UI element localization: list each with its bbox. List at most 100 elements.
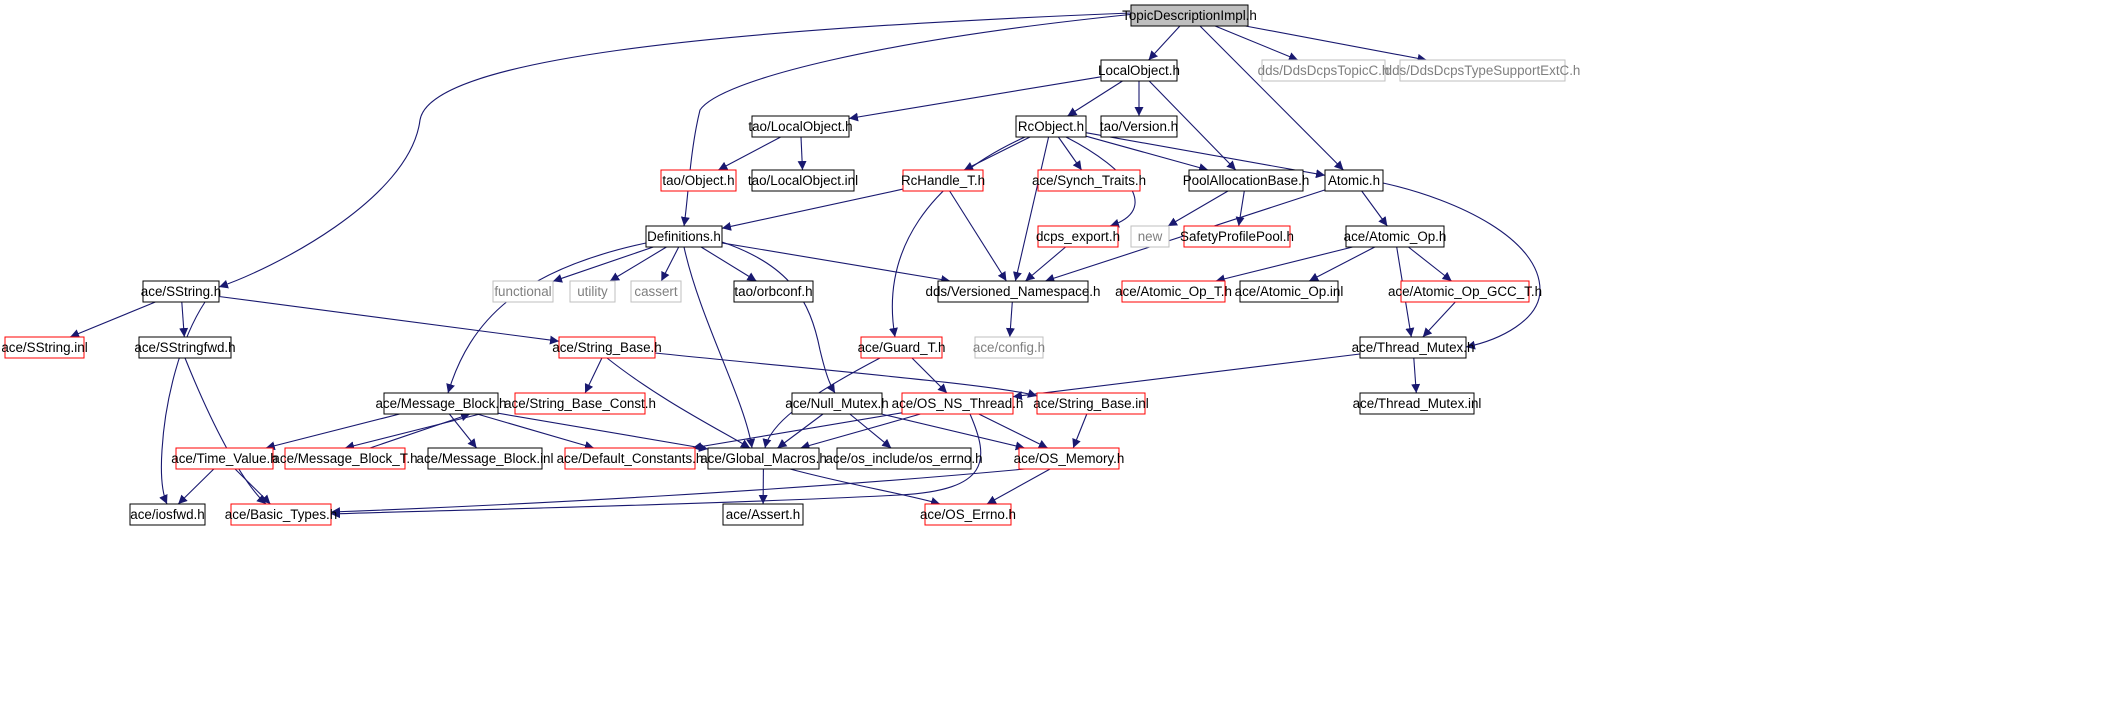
node-box (142, 280, 220, 303)
edge-n35-n43 (777, 413, 824, 449)
node-label: ace/config.h (973, 340, 1045, 355)
edge-n13-n23 (721, 242, 951, 284)
node-n23[interactable]: dds/Versioned_Namespace.h (926, 280, 1101, 303)
node-n15[interactable]: new (1130, 225, 1170, 248)
node-label: tao/LocalObject.inl (748, 173, 858, 188)
node-label: ace/OS_NS_Thread.h (892, 396, 1024, 411)
node-box (707, 447, 820, 470)
edge-n13-n35 (721, 241, 836, 394)
edge-n39-n47 (234, 468, 271, 505)
node-label: tao/orbconf.h (734, 284, 812, 299)
node-n38[interactable]: ace/Thread_Mutex.inl (1353, 392, 1482, 415)
node-n0[interactable]: TopicDescriptionImpl.h (1122, 4, 1257, 27)
node-n7[interactable]: tao/Object.h (660, 169, 737, 192)
node-n36[interactable]: ace/OS_NS_Thread.h (892, 392, 1024, 415)
edge-n0-n12 (1199, 25, 1344, 171)
node-n49[interactable]: ace/OS_Errno.h (920, 503, 1016, 526)
node-n13[interactable]: Definitions.h (645, 225, 723, 248)
node-n16[interactable]: SafetyProfilePool.h (1180, 225, 1294, 248)
node-n44[interactable]: ace/os_include/os_errno.h (825, 447, 983, 470)
node-n26[interactable]: ace/Atomic_Op_GCC_T.h (1388, 280, 1542, 303)
node-n21[interactable]: cassert (630, 280, 682, 303)
node-box (1359, 336, 1467, 359)
node-n30[interactable]: ace/config.h (973, 336, 1045, 359)
node-n11[interactable]: PoolAllocationBase.h (1183, 169, 1310, 192)
node-n31[interactable]: ace/Guard_T.h (858, 336, 946, 359)
node-n43[interactable]: ace/Global_Macros.h (700, 447, 827, 470)
node-label: ace/SString.h (141, 284, 221, 299)
node-label: ace/Default_Constants.h (557, 451, 704, 466)
node-box (751, 115, 850, 138)
node-n12[interactable]: Atomic.h (1324, 169, 1384, 192)
edge-n32-n38 (1411, 357, 1421, 394)
node-box (722, 503, 804, 526)
node-n18[interactable]: ace/SString.h (141, 280, 221, 303)
edge-n18-n28 (179, 301, 189, 338)
node-label: functional (494, 284, 551, 299)
node-label: ace/Assert.h (726, 507, 800, 522)
node-n4[interactable]: tao/LocalObject.h (748, 115, 853, 138)
edge-n43-n49 (789, 468, 941, 506)
edge-n29-n37 (654, 352, 1038, 398)
node-n40[interactable]: ace/Message_Block_T.h (272, 447, 418, 470)
node-label: ace/Null_Mutex.h (785, 396, 888, 411)
node-n33[interactable]: ace/Message_Block.h (375, 392, 507, 415)
node-box (836, 447, 972, 470)
node-n37[interactable]: ace/String_Base.inl (1033, 392, 1149, 415)
node-n14[interactable]: dcps_export.h (1036, 225, 1120, 248)
node-box (175, 447, 274, 470)
node-n8[interactable]: tao/LocalObject.inl (748, 169, 858, 192)
node-label: ace/Time_Value.h (171, 451, 277, 466)
node-box (1359, 392, 1475, 415)
node-n27[interactable]: ace/SString.inl (1, 336, 88, 359)
edge-n5-n11 (1085, 135, 1209, 172)
node-n25[interactable]: ace/Atomic_Op.inl (1235, 280, 1344, 303)
node-box (492, 280, 554, 303)
node-n5[interactable]: RcObject.h (1015, 115, 1087, 138)
node-n34[interactable]: ace/String_Base_Const.h (504, 392, 656, 415)
node-n22[interactable]: tao/orbconf.h (733, 280, 814, 303)
node-n20[interactable]: utility (569, 280, 616, 303)
node-n48[interactable]: ace/Assert.h (722, 503, 804, 526)
node-n35[interactable]: ace/Null_Mutex.h (785, 392, 889, 415)
edge-n37-n45 (1072, 413, 1088, 449)
node-n19[interactable]: functional (492, 280, 554, 303)
edge-n32-n36 (1012, 353, 1361, 401)
edge-n4-n7 (718, 136, 781, 171)
node-n45[interactable]: ace/OS_Memory.h (1014, 447, 1125, 470)
node-n10[interactable]: ace/Synch_Traits.h (1032, 169, 1146, 192)
node-n39[interactable]: ace/Time_Value.h (171, 447, 278, 470)
edge-n4-n8 (797, 136, 807, 171)
edge-n9-n23 (949, 190, 1007, 282)
edge-n5-n10 (1057, 136, 1083, 171)
node-box (4, 336, 85, 359)
node-n28[interactable]: ace/SStringfwd.h (134, 336, 236, 359)
node-n42[interactable]: ace/Default_Constants.h (557, 447, 704, 470)
edge-n31-n36 (911, 357, 948, 394)
node-label: TopicDescriptionImpl.h (1122, 8, 1257, 23)
node-n29[interactable]: ace/String_Base.h (552, 336, 662, 359)
node-label: SafetyProfilePool.h (1180, 229, 1294, 244)
node-box (630, 280, 682, 303)
node-label: ace/Atomic_Op.h (1344, 229, 1447, 244)
node-n3[interactable]: dds/DdsDcpsTypeSupportExtC.h (1385, 59, 1581, 82)
edge-n0-n3 (1245, 25, 1427, 63)
edge-n35-n45 (881, 413, 1025, 451)
node-n41[interactable]: ace/Message_Block.inl (417, 447, 554, 470)
node-label: ace/Atomic_Op_GCC_T.h (1388, 284, 1542, 299)
node-n46[interactable]: ace/iosfwd.h (129, 503, 206, 526)
node-n2[interactable]: dds/DdsDcpsTopicC.h (1258, 59, 1390, 82)
node-label: ace/Atomic_Op.inl (1235, 284, 1344, 299)
node-n32[interactable]: ace/Thread_Mutex.h (1352, 336, 1475, 359)
node-n47[interactable]: ace/Basic_Types.h (225, 503, 337, 526)
node-box (1100, 59, 1178, 82)
node-n6[interactable]: tao/Version.h (1100, 115, 1178, 138)
node-box (1324, 169, 1384, 192)
node-n9[interactable]: RcHandle_T.h (901, 169, 985, 192)
node-n17[interactable]: ace/Atomic_Op.h (1344, 225, 1447, 248)
node-n24[interactable]: ace/Atomic_Op_T.h (1115, 280, 1232, 303)
node-n1[interactable]: LocalObject.h (1098, 59, 1180, 82)
node-box (230, 503, 332, 526)
edge-n23-n30 (1005, 301, 1015, 338)
edge-n26-n32 (1422, 301, 1456, 338)
